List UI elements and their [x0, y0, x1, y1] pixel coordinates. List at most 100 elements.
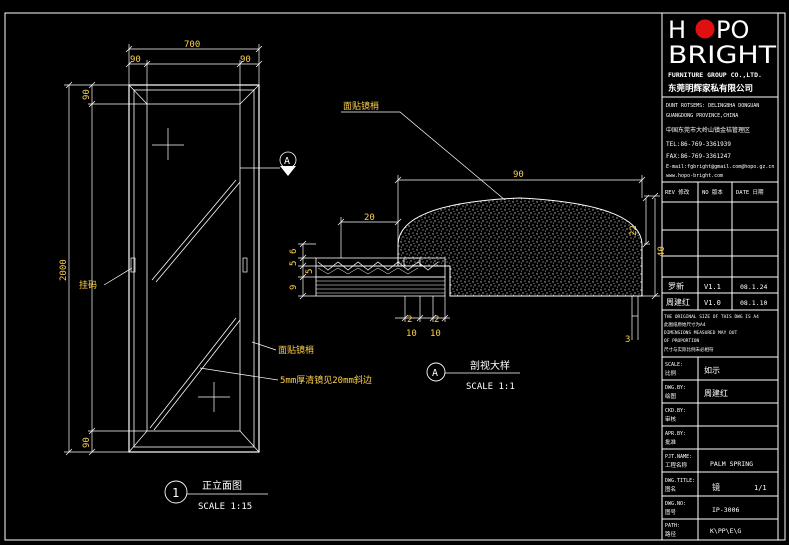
field-label-cn: 图号	[665, 508, 677, 516]
dim-section-22: 22	[629, 225, 639, 236]
company-en: FURNITURE GROUP CO.,LTD.	[668, 71, 762, 79]
label-hook: 挂码	[79, 279, 97, 291]
view-number-circle	[164, 480, 188, 504]
dim-section-9: 9	[289, 285, 299, 290]
label-mirror-glass: 5mm厚清镜见20mm斜边	[280, 374, 372, 386]
dim-section-40: 40	[657, 246, 667, 257]
dim-section-10a: 10	[406, 329, 417, 339]
dim-section-20: 20	[364, 213, 375, 223]
section-labels: 面贴镜梢 A 剖视大样 SCALE 1:1	[341, 100, 520, 392]
hook-left	[130, 257, 136, 273]
dim-section-3: 3	[625, 335, 630, 345]
field-label-cn: 路径	[665, 530, 677, 538]
field-value-dwg-no: IP-3006	[712, 506, 739, 514]
dim-section-5: 5	[289, 261, 299, 266]
revision-table: REV 修改 NO 版本 DATE 日期 罗新 V1.1 08.1.24 周建红…	[665, 188, 767, 307]
notice-line: OF PROPORTION	[664, 338, 700, 344]
field-value-title: 镜	[712, 482, 720, 492]
company-logo: H PO BRIGHT FURNITURE GROUP CO.,LTD. 东莞明…	[668, 16, 776, 94]
view-letter: A	[432, 368, 438, 379]
field-value-path: K\PP\E\G	[710, 527, 741, 535]
dim-left-90: 90	[130, 55, 141, 65]
mirror-elevation	[128, 84, 260, 453]
dim-bottom-90: 90	[82, 437, 92, 448]
notice-line: 此图纸原始尺寸为A4	[664, 321, 706, 328]
elevation-labels: 挂码 面贴镜梢 5mm厚清镜见20mm斜边 A 1 正立面图 SCALE 1:1…	[79, 151, 372, 512]
dim-section-90: 90	[513, 170, 524, 180]
hook-right	[242, 257, 248, 273]
field-value-sheet: 1/1	[754, 484, 767, 492]
notice-block: THE ORIGINAL SIZE OF THIS DWG IS A4 此图纸原…	[664, 314, 759, 353]
dim-right-90: 90	[240, 55, 251, 65]
rev-row-no: V1.0	[704, 299, 721, 307]
rev-row-name: 周建红	[666, 297, 690, 307]
field-label: CKD.BY:	[665, 408, 686, 414]
view-scale-section: SCALE 1:1	[466, 382, 515, 392]
tel-line: TEL:86-769-3361939	[666, 141, 731, 148]
view-number: 1	[172, 486, 179, 500]
notice-line: 尺寸与实际比例未必相符	[664, 346, 714, 353]
rev-header: REV 修改	[665, 188, 690, 196]
field-label-cn: 比例	[665, 369, 677, 377]
field-label-cn: 绘图	[665, 392, 677, 400]
field-value-drawn-by: 周建红	[704, 388, 728, 398]
dim-section-2a: 2	[407, 315, 412, 325]
address-line: 中国东莞市大岭山镇金桔管理区	[666, 126, 750, 134]
title-fields: SCALE: 比例 如示 DWG.BY: 绘图 周建红 CKD.BY: 审核 A…	[665, 362, 767, 538]
view-title-section: 剖视大样	[470, 359, 510, 372]
no-header: NO 版本	[702, 188, 723, 196]
fax-line: FAX:86-769-3361247	[666, 153, 731, 160]
field-value-project: PALM SPRING	[710, 460, 753, 468]
field-label-cn: 审核	[665, 415, 677, 423]
dim-width-700: 700	[184, 40, 200, 50]
field-label: DWG.BY:	[665, 385, 686, 391]
dim-top-90: 90	[82, 89, 92, 100]
section-marker-arrow-icon	[280, 166, 296, 176]
view-title-elevation: 正立面图	[202, 479, 242, 492]
field-label: DWG.TITLE:	[665, 478, 695, 484]
date-header: DATE 日期	[736, 189, 764, 196]
field-label: DWG.NO:	[665, 501, 686, 507]
notice-line: DIMENSIONS MEASURED MAY OUT	[664, 330, 737, 336]
address-line: GUANGDONG PROVINCE,CHINA	[666, 113, 738, 119]
label-veneer-section: 面贴镜梢	[343, 100, 379, 112]
dim-section-10b: 10	[430, 329, 441, 339]
section-dim-text: 90 20 6 5 5 9 22 40 2 2 10 10 3	[289, 170, 667, 345]
notice-line: THE ORIGINAL SIZE OF THIS DWG IS A4	[664, 314, 759, 320]
elevation-dim-text: 700 90 90 90 2000 90	[59, 40, 251, 448]
email-line: E-mail:fgbright@gmail.com@hopo.gz.cn	[666, 164, 774, 170]
view-scale-elevation: SCALE 1:15	[198, 502, 252, 512]
dim-section-5b: 5	[305, 269, 315, 274]
company-cn: 东莞明辉家私有限公司	[668, 83, 753, 94]
field-label-cn: 图名	[665, 485, 676, 493]
address-line: DUNT ROTSEMS: DELINGBHA DONGUAN	[666, 103, 759, 109]
field-label-cn: 工程名称	[665, 461, 688, 469]
field-label: PJT.NAME:	[665, 454, 692, 460]
rev-row-name: 罗新	[668, 281, 684, 291]
field-label-cn: 批准	[665, 438, 677, 446]
elevation-dimensions	[64, 44, 263, 456]
dim-section-6: 6	[289, 249, 299, 254]
field-label: SCALE:	[665, 362, 683, 368]
rev-row-no: V1.1	[704, 283, 721, 291]
field-label: APR.BY:	[665, 431, 686, 437]
rev-row-date: 08.1.24	[740, 283, 767, 291]
section-detail	[315, 197, 643, 317]
logo-red-dot-icon	[695, 19, 715, 39]
address-block: DUNT ROTSEMS: DELINGBHA DONGUAN GUANGDON…	[666, 103, 774, 179]
section-dimensions	[298, 175, 660, 340]
rev-row-date: 08.1.10	[740, 299, 767, 307]
section-marker-letter: A	[284, 156, 290, 167]
logo-bright: BRIGHT	[668, 41, 776, 69]
logo-hopo-po: PO	[716, 16, 749, 44]
dim-height-2000: 2000	[59, 259, 69, 281]
label-veneer-elev: 面贴镜梢	[278, 344, 314, 356]
field-label: PATH:	[665, 523, 680, 529]
title-block	[661, 13, 779, 540]
field-value-scale: 如示	[704, 365, 720, 375]
sheet-border	[4, 12, 786, 541]
dim-section-2b: 2	[434, 315, 439, 325]
logo-hopo-h: H	[668, 16, 686, 44]
view-letter-circle	[426, 362, 446, 382]
